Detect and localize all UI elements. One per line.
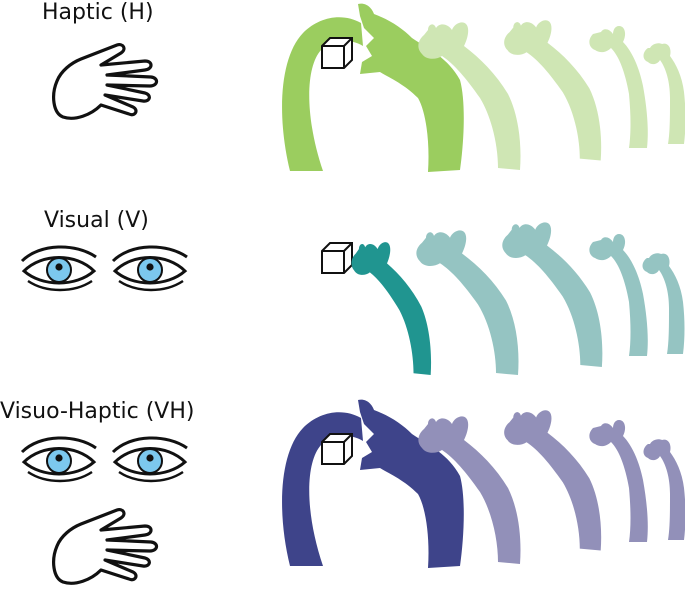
arm-frame-1-visual (351, 242, 432, 375)
reach-sequence-haptic (282, 3, 685, 172)
reach-sequence-visual (321, 222, 685, 375)
eye-icon-left (20, 245, 98, 292)
eye-icon-right (111, 245, 189, 292)
cube-visual (321, 242, 353, 274)
condition-label-visuohaptic: Visuo-Haptic (VH) (0, 399, 195, 424)
arm-frame-2-visual (416, 230, 519, 375)
eye-icon-right (111, 436, 189, 483)
hand-icon (52, 43, 159, 120)
hand-icon (52, 508, 159, 585)
eye-icon-left (20, 436, 98, 483)
cube-haptic (321, 37, 353, 69)
condition-label-visual: Visual (V) (44, 208, 149, 233)
reach-sequence-visuohaptic (282, 399, 685, 568)
condition-label-haptic: Haptic (H) (42, 0, 154, 25)
cube-visuohaptic (321, 433, 353, 465)
arm-frame-5-visual (642, 253, 685, 354)
arm-frame-5-visuohaptic (643, 439, 685, 540)
arm-frame-5-haptic (643, 43, 685, 144)
